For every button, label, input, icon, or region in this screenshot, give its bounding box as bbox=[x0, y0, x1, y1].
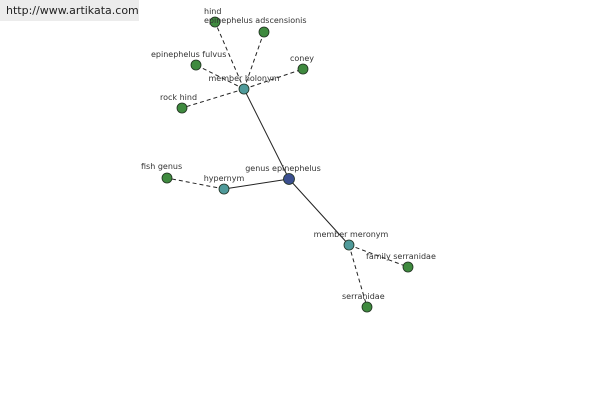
node-rock-hind[interactable] bbox=[176, 102, 188, 114]
node-label-genus-epinephelus[interactable]: genus epinephelus bbox=[245, 164, 321, 173]
node-label-family-serranidae[interactable]: family serranidae bbox=[366, 252, 436, 261]
node-label-epinephelus-fulvus[interactable]: epinephelus fulvus bbox=[151, 50, 226, 59]
edge-member-holonym-to-rock-hind bbox=[181, 88, 245, 109]
edge-member-holonym-to-epinephelus-fulvus bbox=[195, 64, 245, 90]
node-coney[interactable] bbox=[297, 63, 309, 75]
node-serranidae[interactable] bbox=[361, 301, 373, 313]
node-genus-epinephelus[interactable] bbox=[283, 173, 295, 185]
edges-layer bbox=[166, 21, 409, 308]
node-label-rock-hind[interactable]: rock hind bbox=[160, 93, 197, 102]
node-epinephelus-fulvus[interactable] bbox=[190, 59, 202, 71]
edge-genus-epinephelus-to-member-holonym bbox=[243, 88, 290, 180]
node-label-coney[interactable]: coney bbox=[290, 54, 314, 63]
site-url-link[interactable]: http://www.artikata.com bbox=[0, 0, 139, 21]
edge-member-holonym-to-coney bbox=[243, 68, 304, 90]
edge-hypernym-to-fish-genus bbox=[166, 177, 225, 190]
node-epinephelus-adscensionis[interactable] bbox=[258, 26, 270, 38]
node-member-holonym[interactable] bbox=[238, 83, 250, 95]
node-family-serranidae[interactable] bbox=[402, 261, 414, 273]
node-label-hind[interactable]: hind bbox=[204, 7, 221, 16]
edge-genus-epinephelus-to-hypernym bbox=[223, 178, 290, 190]
node-label-epinephelus-adscensionis[interactable]: epinephelus adscensionis bbox=[204, 16, 307, 25]
edge-genus-epinephelus-to-member-meronym bbox=[288, 178, 350, 246]
node-label-serranidae[interactable]: serranidae bbox=[342, 292, 385, 301]
node-label-hypernym[interactable]: hypernym bbox=[204, 174, 245, 183]
node-label-fish-genus[interactable]: fish genus bbox=[141, 162, 182, 171]
edge-member-holonym-to-hind bbox=[214, 21, 245, 90]
edge-member-holonym-to-epinephelus-adscensionis bbox=[243, 31, 265, 90]
edge-member-meronym-to-family-serranidae bbox=[348, 244, 409, 268]
edge-member-meronym-to-serranidae bbox=[348, 244, 368, 308]
labels-layer: genus epinephelus member holonym hypernym m… bbox=[141, 7, 436, 301]
node-hind[interactable] bbox=[209, 16, 221, 28]
nodes-layer bbox=[161, 16, 414, 313]
node-label-member-holonym[interactable]: member holonym bbox=[208, 74, 279, 83]
node-hypernym[interactable] bbox=[218, 183, 230, 195]
node-label-member-meronym[interactable]: member meronym bbox=[314, 230, 389, 239]
node-member-meronym[interactable] bbox=[343, 239, 355, 251]
node-fish-genus[interactable] bbox=[161, 172, 173, 184]
